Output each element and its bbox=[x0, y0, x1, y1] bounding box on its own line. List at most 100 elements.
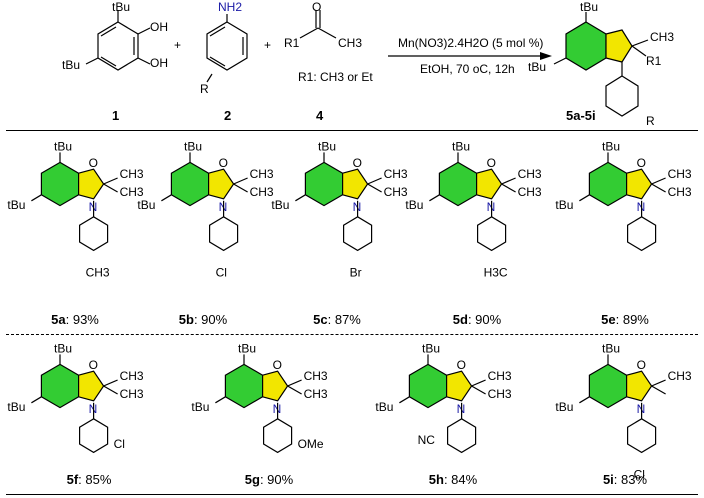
product-r1: R1 bbox=[646, 54, 662, 68]
tbu-left-label: tBu bbox=[555, 198, 573, 212]
tbu-left-label: tBu bbox=[405, 198, 423, 212]
methyl-label: CH3 bbox=[120, 369, 144, 383]
methyl-label: CH3 bbox=[668, 185, 692, 199]
plus-1: + bbox=[174, 38, 182, 52]
nitrogen-label: N bbox=[637, 200, 646, 214]
reagent1-tbu-top: tBu bbox=[112, 0, 131, 14]
reagent2-r: R bbox=[200, 82, 209, 96]
tbu-top-label: tBu bbox=[602, 139, 620, 153]
oxygen-label: O bbox=[487, 156, 496, 170]
caption-5f: 5f: 85% bbox=[66, 472, 112, 487]
product-tbu-top: tBu bbox=[580, 0, 599, 14]
tbu-top-label: tBu bbox=[602, 341, 620, 355]
product-ch3: CH3 bbox=[650, 30, 675, 44]
caption-5b: 5b: 90% bbox=[178, 312, 228, 327]
oxygen-label: O bbox=[353, 156, 362, 170]
methyl-label: CH3 bbox=[668, 369, 692, 383]
tbu-top-label: tBu bbox=[184, 139, 202, 153]
compound-1-label: 1 bbox=[112, 108, 120, 123]
oxygen-label: O bbox=[89, 156, 98, 170]
reagent1-tbu-left: tBu bbox=[62, 58, 81, 72]
divider-dashed bbox=[6, 334, 698, 335]
reaction-arrow bbox=[388, 52, 552, 60]
product-core-structure bbox=[553, 12, 649, 117]
tbu-left-label: tBu bbox=[375, 400, 393, 414]
caption-5g: 5g: 90% bbox=[244, 472, 294, 487]
tbu-top-label: tBu bbox=[422, 341, 440, 355]
tbu-top-label: tBu bbox=[318, 139, 336, 153]
substituent-label: Cl bbox=[114, 437, 125, 451]
tbu-left-label: tBu bbox=[555, 400, 573, 414]
tbu-left-label: tBu bbox=[191, 400, 209, 414]
tbu-left-label: tBu bbox=[137, 198, 155, 212]
nitrogen-label: N bbox=[273, 402, 282, 416]
caption-5i: 5i: 83% bbox=[602, 472, 648, 487]
methyl-label: CH3 bbox=[488, 387, 512, 401]
caption-5c: 5c: 87% bbox=[313, 312, 361, 327]
nitrogen-label: N bbox=[487, 200, 496, 214]
methyl-label: CH3 bbox=[518, 167, 542, 181]
caption-5a: 5a: 93% bbox=[51, 312, 99, 327]
methyl-label: CH3 bbox=[250, 167, 274, 181]
methyl-label: CH3 bbox=[518, 185, 542, 199]
tbu-top-label: tBu bbox=[54, 341, 72, 355]
substituent-label: OMe bbox=[298, 437, 324, 451]
oxygen-label: O bbox=[89, 358, 98, 372]
methyl-label: CH3 bbox=[250, 185, 274, 199]
methyl-label: CH3 bbox=[384, 167, 408, 181]
methyl-label: CH3 bbox=[120, 185, 144, 199]
aniline-structure bbox=[206, 14, 248, 83]
methyl-label: CH3 bbox=[304, 369, 328, 383]
reagent4-oxygen: O bbox=[312, 0, 322, 14]
plus-2: + bbox=[264, 38, 272, 52]
tbu-top-label: tBu bbox=[54, 139, 72, 153]
methyl-label: CH3 bbox=[384, 185, 408, 199]
compound-2-label: 2 bbox=[224, 108, 232, 123]
methyl-label: CH3 bbox=[120, 167, 144, 181]
nitrogen-label: N bbox=[89, 200, 98, 214]
caption-5e: 5e: 89% bbox=[601, 312, 649, 327]
conditions-catalyst: Mn(NO3)2.4H2O (5 mol %) bbox=[398, 36, 544, 50]
reagent2-nh2: NH2 bbox=[218, 0, 243, 14]
nitrogen-label: N bbox=[457, 402, 466, 416]
product-row-1: tButBuONCH3CH3CH3tButBuONCH3CH3CltButBuO… bbox=[7, 139, 692, 279]
caption-5d: 5d: 90% bbox=[452, 312, 502, 327]
divider-solid bbox=[6, 130, 698, 131]
tbu-left-label: tBu bbox=[7, 198, 25, 212]
substituent-label: Cl bbox=[216, 265, 227, 279]
nitrogen-label: N bbox=[219, 200, 228, 214]
product-row-2: tButBuONCH3CH3CltButBuONCH3CH3OMetButBuO… bbox=[7, 341, 692, 481]
oxygen-label: O bbox=[637, 156, 646, 170]
substituent-label: Cl bbox=[634, 467, 645, 481]
compound-4-label: 4 bbox=[316, 108, 324, 123]
tbu-top-label: tBu bbox=[452, 139, 470, 153]
product-r: R bbox=[646, 114, 655, 128]
methyl-label: CH3 bbox=[120, 387, 144, 401]
tbu-left-label: tBu bbox=[271, 198, 289, 212]
substituent-label: Br bbox=[350, 265, 362, 279]
reagent1-oh-bottom: OH bbox=[150, 56, 168, 70]
divider-bottom bbox=[6, 494, 698, 495]
product-series-label: 5a-5i bbox=[566, 108, 596, 123]
reagent4-r1-definition: R1: CH3 or Et bbox=[298, 70, 373, 84]
product-tbu-left: tBu bbox=[528, 60, 547, 74]
ketone-structure bbox=[299, 10, 337, 39]
caption-5h: 5h: 84% bbox=[428, 472, 478, 487]
reagent1-oh-top: OH bbox=[150, 20, 168, 34]
methyl-label: CH3 bbox=[304, 387, 328, 401]
methyl-label: CH3 bbox=[668, 167, 692, 181]
oxygen-label: O bbox=[219, 156, 228, 170]
conditions-solvent: EtOH, 70 oC, 12h bbox=[420, 62, 515, 76]
oxygen-label: O bbox=[273, 358, 282, 372]
substituent-label: H3C bbox=[484, 265, 508, 279]
substituent-label: CH3 bbox=[86, 265, 110, 279]
methyl-label: CH3 bbox=[488, 369, 512, 383]
